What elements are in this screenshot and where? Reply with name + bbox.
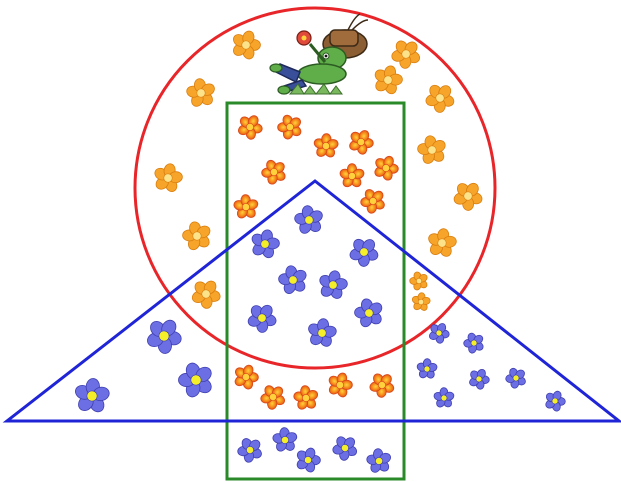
blue-flower — [233, 432, 267, 467]
light-orange-flower — [421, 223, 462, 263]
blue-flower — [459, 328, 489, 358]
blue-flower — [170, 354, 221, 405]
red-orange-flower — [256, 154, 291, 190]
red-circle — [135, 8, 495, 368]
light-orange-flower — [408, 289, 435, 315]
blue-flower — [412, 354, 442, 384]
blue-flower — [272, 259, 314, 302]
red-orange-flower — [356, 183, 391, 218]
blue-flower — [467, 367, 490, 391]
red-orange-flower — [288, 380, 324, 416]
red-orange-flower — [308, 128, 344, 163]
blue-flower — [301, 313, 342, 353]
light-orange-flower — [176, 215, 218, 257]
blue-flower — [267, 422, 303, 458]
cricket-mascot — [270, 14, 368, 94]
red-orange-flower — [365, 368, 398, 402]
blue-flower — [501, 363, 530, 393]
red-orange-flower — [235, 112, 265, 143]
blue-flower — [313, 265, 353, 305]
light-orange-flower — [180, 72, 223, 115]
red-orange-flower — [372, 154, 399, 183]
blue-flower — [361, 443, 397, 479]
blue-flower — [429, 383, 459, 413]
red-orange-flower — [233, 363, 259, 390]
red-orange-flower — [334, 158, 370, 194]
red-orange-flower — [228, 189, 264, 225]
light-orange-flower — [231, 30, 260, 61]
light-orange-flower — [421, 78, 459, 117]
blue-flower — [328, 431, 362, 465]
blue-flower — [288, 199, 331, 242]
light-orange-flower — [411, 129, 453, 172]
light-orange-flower — [449, 177, 486, 215]
red-orange-flower — [323, 369, 356, 401]
blue-flower — [544, 389, 566, 412]
blue-flower — [67, 371, 117, 421]
blue-flower — [348, 292, 390, 334]
blue-flower — [345, 233, 383, 272]
blue-flower — [243, 299, 280, 337]
blue-flower — [142, 314, 185, 358]
red-orange-flower — [272, 109, 308, 145]
blue-flower — [295, 447, 321, 474]
light-orange-flower — [148, 158, 188, 197]
light-orange-flower — [188, 275, 224, 312]
flowers-layer — [67, 30, 566, 479]
blue-flower — [427, 320, 451, 345]
red-orange-flower — [347, 127, 376, 157]
red-orange-flower — [256, 380, 290, 415]
